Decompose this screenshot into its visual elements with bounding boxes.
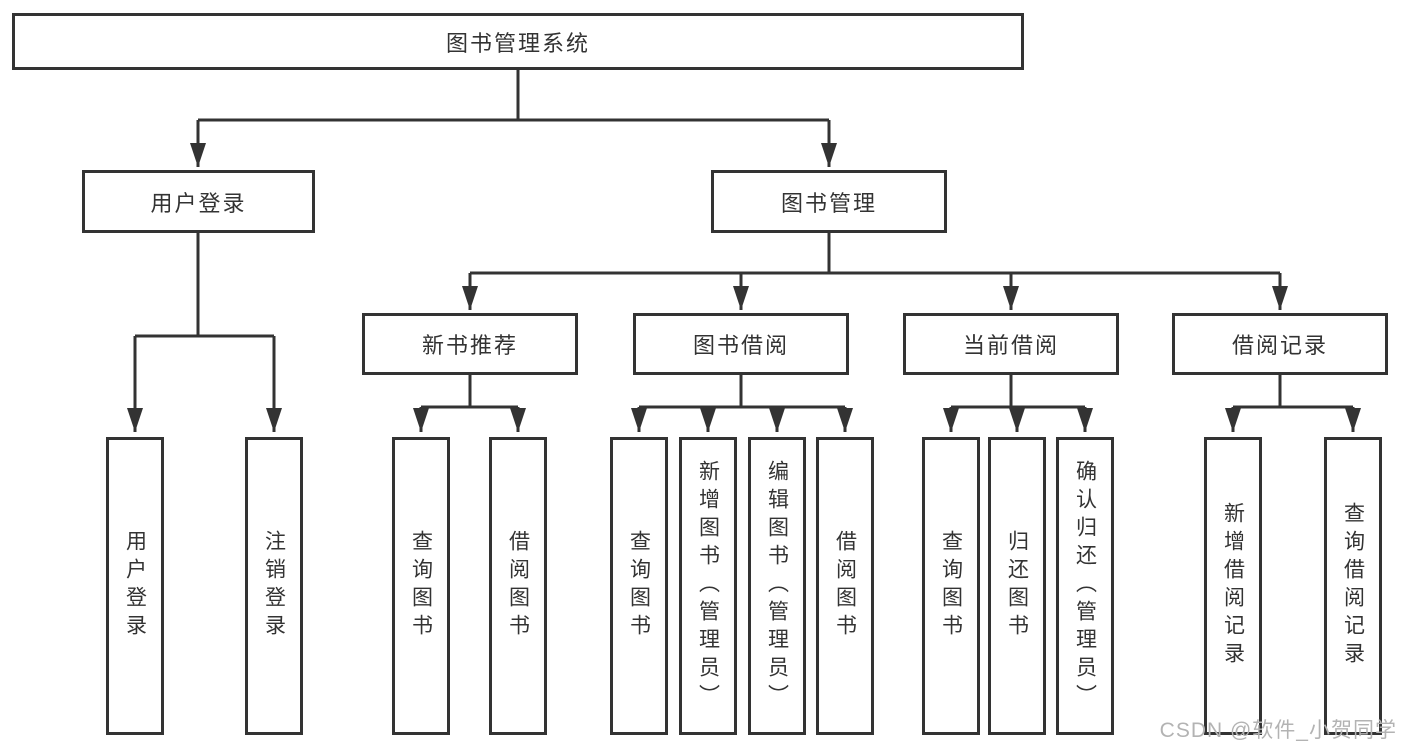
node-leaf-edit-books-admin: 编辑图书（管理员） xyxy=(748,437,806,735)
node-leaf-query-books-current: 查询图书 xyxy=(922,437,980,735)
node-library-management-system: 图书管理系统 xyxy=(12,13,1024,70)
connector-borrow-records-children xyxy=(1225,375,1361,432)
node-leaf-logout: 注销登录 xyxy=(245,437,303,735)
node-label: 查询图书 xyxy=(627,530,651,642)
node-label: 归还图书 xyxy=(1005,530,1029,642)
node-label: 编辑图书（管理员） xyxy=(765,460,789,712)
node-label: 查询图书 xyxy=(409,530,433,642)
node-leaf-confirm-return-admin: 确认归还（管理员） xyxy=(1056,437,1114,735)
connector-book-management-children xyxy=(462,233,1288,310)
node-label: 查询图书 xyxy=(939,530,963,642)
node-book-management: 图书管理 xyxy=(711,170,947,233)
node-leaf-return-books: 归还图书 xyxy=(988,437,1046,735)
node-leaf-add-books-admin: 新增图书（管理员） xyxy=(679,437,737,735)
node-book-borrowing: 图书借阅 xyxy=(633,313,849,375)
node-label: 确认归还（管理员） xyxy=(1073,460,1097,712)
node-leaf-query-books-rec: 查询图书 xyxy=(392,437,450,735)
node-leaf-query-books-borrow: 查询图书 xyxy=(610,437,668,735)
node-label: 新增借阅记录 xyxy=(1221,502,1245,670)
node-label: 新增图书（管理员） xyxy=(696,460,720,712)
connector-current-borrow-children xyxy=(943,375,1093,432)
connector-new-book-rec-children xyxy=(413,375,526,432)
node-leaf-borrow-books-rec: 借阅图书 xyxy=(489,437,547,735)
connector-book-borrow-children xyxy=(631,375,853,432)
node-borrowing-records: 借阅记录 xyxy=(1172,313,1388,375)
node-label: 查询借阅记录 xyxy=(1341,502,1365,670)
csdn-watermark: CSDN @软件_小贺同学 xyxy=(1159,719,1397,742)
node-label: 借阅图书 xyxy=(833,530,857,642)
node-current-borrowing: 当前借阅 xyxy=(903,313,1119,375)
node-label: 借阅图书 xyxy=(506,530,530,642)
connector-user-login-children xyxy=(127,233,282,432)
node-leaf-user-login: 用户登录 xyxy=(106,437,164,735)
node-leaf-borrow-books: 借阅图书 xyxy=(816,437,874,735)
node-label: 用户登录 xyxy=(123,530,147,642)
node-label: 注销登录 xyxy=(262,530,286,642)
node-new-book-recommendation: 新书推荐 xyxy=(362,313,578,375)
node-leaf-query-borrow-record: 查询借阅记录 xyxy=(1324,437,1382,735)
node-user-login: 用户登录 xyxy=(82,170,315,233)
node-leaf-add-borrow-record: 新增借阅记录 xyxy=(1204,437,1262,735)
connector-root-to-level2 xyxy=(190,70,837,167)
